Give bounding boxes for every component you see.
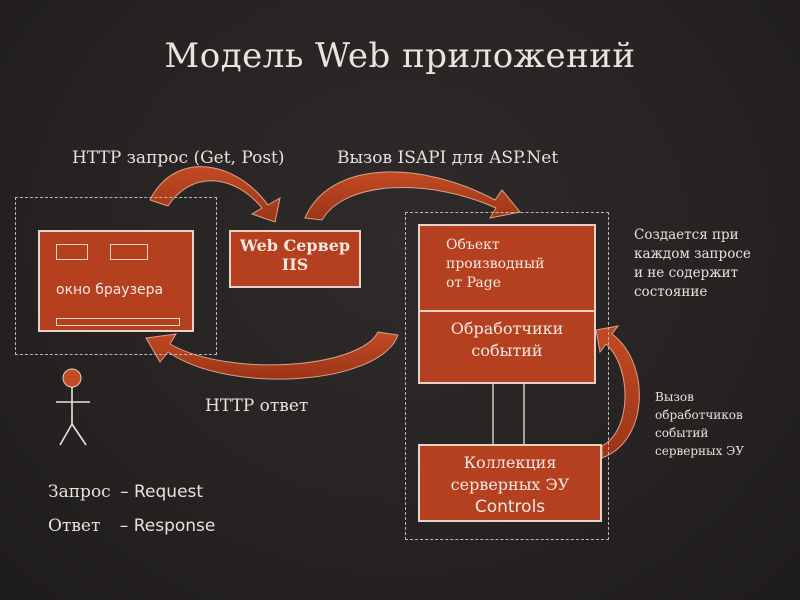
web-server-iis-label: IIS: [281, 255, 309, 274]
isapi-call-label: Вызов ISAPI для ASP.Net: [337, 148, 559, 168]
event-handlers-label: Обработчики событий: [450, 319, 564, 360]
web-server-box: Web Сервер IIS: [229, 230, 361, 288]
page-object-divider: [420, 310, 594, 312]
browser-window-box: окно браузера: [38, 230, 194, 332]
controls-collection-label: Коллекция серверных ЭУ Controls: [450, 453, 570, 517]
browser-window-label: окно браузера: [56, 282, 164, 298]
http-response-label: HTTP ответ: [205, 396, 309, 416]
browser-element-icon: [56, 244, 88, 260]
created-note: Создается при каждом запросе и не содерж…: [634, 227, 751, 300]
slide-title: Модель Web приложений: [164, 36, 636, 76]
server-dashed-frame: [405, 212, 609, 540]
user-head-icon: [62, 368, 82, 388]
http-request-arrow: [149, 166, 281, 223]
legend-response: Ответ – Response: [48, 516, 216, 536]
controls-collection-box: Коллекция серверных ЭУ Controls: [418, 444, 602, 522]
handler-call-arrow: [595, 325, 640, 459]
web-server-label: Web Сервер: [239, 236, 351, 255]
http-request-label: HTTP запрос (Get, Post): [72, 148, 285, 168]
browser-element-icon: [110, 244, 148, 260]
client-dashed-frame: [15, 197, 217, 355]
legend-request: Запрос – Request: [48, 482, 204, 502]
http-response-arrow: [145, 331, 399, 380]
browser-status-bar: [56, 318, 180, 326]
handler-call-note: Вызов обработчиков событий серверных ЭУ: [655, 390, 745, 458]
page-object-label: Объект производный от Page: [446, 237, 545, 291]
page-object-box: Объект производный от Page Обработчики с…: [418, 224, 596, 384]
